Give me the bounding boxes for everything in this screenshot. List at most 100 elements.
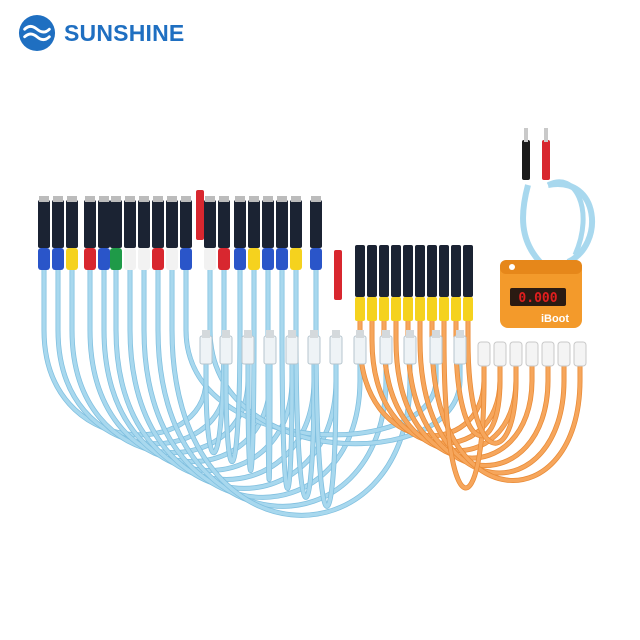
device-cable-loop-2	[546, 179, 586, 257]
usb-plug	[453, 335, 467, 365]
flex-contact	[291, 196, 301, 202]
usb-plug	[429, 335, 443, 365]
sunshine-logo-icon	[18, 14, 56, 52]
flex-board	[38, 200, 50, 248]
usb-plug	[329, 335, 343, 365]
usb-plug	[353, 335, 367, 365]
blue-cable	[102, 270, 294, 473]
flex-contact	[125, 196, 135, 202]
usb-plug	[285, 335, 299, 365]
usb-plug	[307, 335, 321, 365]
orange-cable	[418, 320, 566, 475]
connector-sleeve	[451, 297, 461, 321]
alligator-clip-red	[196, 190, 204, 240]
flex-contact	[139, 196, 149, 202]
type-c-plug	[573, 341, 587, 367]
flex-contact	[39, 196, 49, 202]
connector-sleeve	[355, 297, 365, 321]
flex-contact	[235, 196, 245, 202]
flex-connector-heads	[38, 190, 473, 321]
flex-contact	[153, 196, 163, 202]
connector-sleeve	[180, 248, 192, 270]
connector-sleeve	[290, 248, 302, 270]
usb-plug-tip	[406, 330, 414, 338]
connector-sleeve	[276, 248, 288, 270]
connector-sleeve	[52, 248, 64, 270]
brand-name: SUNSHINE	[64, 19, 185, 46]
connector-sleeve	[379, 297, 389, 321]
connector-sleeve	[110, 248, 122, 270]
iboot-power-box: 0.000 iBoot	[500, 128, 595, 328]
usb-plug	[263, 335, 277, 365]
connector-sleeve	[463, 297, 473, 321]
flex-board	[204, 200, 216, 248]
orange-cable	[430, 320, 582, 483]
usb-plug-tip	[266, 330, 274, 338]
brand-logo: SUNSHINE	[18, 14, 184, 52]
flex-board	[84, 200, 96, 248]
orange-cable-loops	[357, 320, 583, 491]
flex-board	[379, 245, 389, 297]
blue-cable	[294, 270, 316, 499]
device-display-value: 0.000	[518, 291, 557, 306]
connector-sleeve	[262, 248, 274, 270]
flex-contact	[53, 196, 63, 202]
flex-board	[391, 245, 401, 297]
usb-plug-tip	[288, 330, 296, 338]
connector-sleeve	[152, 248, 164, 270]
usb-plug-tip	[244, 330, 252, 338]
flex-contact	[277, 196, 287, 202]
connector-sleeve	[427, 297, 437, 321]
flex-contact	[219, 196, 229, 202]
flex-board	[248, 200, 260, 248]
connector-sleeve	[403, 297, 413, 321]
type-c-plug	[493, 341, 507, 367]
connector-sleeve	[248, 248, 260, 270]
flex-board	[234, 200, 246, 248]
usb-plug	[199, 335, 213, 365]
type-c-plug	[525, 341, 539, 367]
connector-sleeve	[124, 248, 136, 270]
banana-plug-black	[522, 140, 530, 180]
flex-board	[218, 200, 230, 248]
flex-board	[276, 200, 288, 248]
usb-plug	[241, 335, 255, 365]
flex-contact	[99, 196, 109, 202]
usb-plug-tip	[310, 330, 318, 338]
device-brand-text: iBoot	[541, 313, 569, 325]
orange-cable	[466, 320, 518, 445]
flex-board	[415, 245, 425, 297]
flex-board	[367, 245, 377, 297]
flex-board	[427, 245, 437, 297]
usb-plug	[403, 335, 417, 365]
blue-cable	[280, 270, 294, 491]
blue-cable	[266, 270, 272, 482]
type-c-plug	[477, 341, 491, 367]
orange-cable	[454, 320, 502, 438]
flex-contact	[111, 196, 121, 202]
flex-board	[66, 200, 78, 248]
flex-contact	[311, 196, 321, 202]
blue-cable	[156, 270, 388, 509]
connector-sleeve	[204, 248, 216, 270]
flex-board	[124, 200, 136, 248]
connector-sleeve	[391, 297, 401, 321]
usb-plug	[219, 335, 233, 365]
flex-contact	[263, 196, 273, 202]
flex-contact	[85, 196, 95, 202]
connector-sleeve	[415, 297, 425, 321]
connector-sleeve	[234, 248, 246, 270]
type-c-plug	[541, 341, 555, 367]
flex-board	[310, 200, 322, 248]
alligator-clip-red	[334, 250, 342, 300]
flex-board	[290, 200, 302, 248]
flex-board	[180, 200, 192, 248]
connector-sleeve	[367, 297, 377, 321]
connector-sleeve	[310, 248, 322, 270]
device-cable	[520, 184, 543, 265]
flex-board	[138, 200, 150, 248]
usb-plug-tip	[456, 330, 464, 338]
flex-contact	[167, 196, 177, 202]
type-c-plug	[557, 341, 571, 367]
flex-board	[355, 245, 365, 297]
